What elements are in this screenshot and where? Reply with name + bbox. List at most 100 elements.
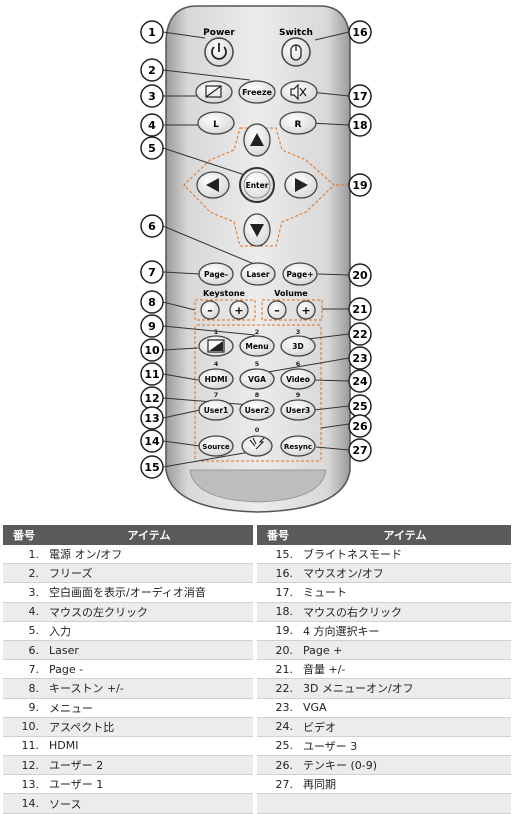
- hdmi-button[interactable]: HDMI: [198, 368, 234, 390]
- table-row: 15.ブライトネスモード: [257, 545, 511, 565]
- 3d-button[interactable]: 3D: [280, 335, 316, 357]
- video-button[interactable]: Video: [280, 368, 316, 390]
- callout-7: 7: [140, 260, 164, 284]
- blank-screen-button[interactable]: [195, 80, 233, 104]
- laser-label: Laser: [246, 270, 269, 279]
- svg-text:14: 14: [144, 435, 160, 448]
- svg-text:5: 5: [148, 142, 156, 155]
- row-label: マウスの右クリック: [299, 602, 511, 622]
- user2-button[interactable]: User2: [239, 399, 275, 421]
- resync-button[interactable]: Resync: [280, 435, 316, 457]
- user1-button[interactable]: User1: [198, 399, 234, 421]
- row-label: ビデオ: [299, 717, 511, 737]
- row-label: [299, 793, 511, 814]
- down-button[interactable]: [243, 213, 271, 247]
- table-row: 20.Page +: [257, 640, 511, 661]
- svg-text:17: 17: [352, 90, 367, 103]
- svg-text:21: 21: [352, 303, 367, 316]
- row-label: Laser: [45, 640, 253, 661]
- callout-15: 15: [140, 455, 164, 479]
- left-button[interactable]: [196, 171, 230, 199]
- callout-8: 8: [140, 290, 164, 314]
- vga-button[interactable]: VGA: [239, 368, 275, 390]
- right-button[interactable]: [284, 171, 318, 199]
- table-row: 12.ユーザー 2: [3, 755, 253, 776]
- blank-screen-icon: [205, 85, 222, 98]
- row-number: 13.: [3, 774, 45, 795]
- page-plus-label: Page+: [286, 270, 313, 279]
- up-button[interactable]: [243, 123, 271, 157]
- svg-text:22: 22: [352, 328, 367, 341]
- row-label: ミュート: [299, 582, 511, 603]
- page-minus-button[interactable]: Page-: [198, 262, 234, 286]
- left-click-button[interactable]: L: [197, 111, 235, 135]
- callout-16: 16: [348, 20, 372, 44]
- enter-button[interactable]: Enter: [239, 167, 275, 203]
- callout-4: 4: [140, 113, 164, 137]
- keystone-plus-button[interactable]: +: [229, 300, 249, 320]
- row-number: 2.: [3, 563, 45, 584]
- keystone-minus-button[interactable]: –: [200, 300, 220, 320]
- row-number: 1.: [3, 545, 45, 565]
- callout-3: 3: [140, 84, 164, 108]
- row-label: 3D メニューオン/オフ: [299, 678, 511, 699]
- digit-8: 8: [255, 391, 260, 399]
- digit-5: 5: [255, 360, 260, 368]
- callout-23: 23: [348, 346, 372, 370]
- callout-27: 27: [348, 438, 372, 462]
- source-button[interactable]: Source: [198, 435, 234, 457]
- svg-text:15: 15: [144, 461, 159, 474]
- mute-button[interactable]: [280, 80, 318, 104]
- row-number: 16.: [257, 563, 299, 584]
- header-item: アイテム: [45, 525, 253, 545]
- volume-plus-label: +: [301, 304, 310, 317]
- mute-icon: [290, 83, 307, 101]
- row-label: VGA: [299, 698, 511, 718]
- row-label: 入力: [45, 621, 253, 641]
- row-number: 5.: [3, 621, 45, 641]
- laser-button[interactable]: Laser: [240, 262, 276, 286]
- digit-0: 0: [255, 426, 260, 434]
- aspect-ratio-button[interactable]: [198, 335, 234, 357]
- row-number: 18.: [257, 602, 299, 622]
- right-click-button[interactable]: R: [279, 111, 317, 135]
- svg-text:24: 24: [352, 375, 368, 388]
- svg-text:12: 12: [144, 392, 159, 405]
- power-button[interactable]: [204, 37, 234, 67]
- volume-plus-button[interactable]: +: [296, 300, 316, 320]
- brightness-button[interactable]: [241, 435, 273, 457]
- remote-control-diagram: Power Switch Freeze: [140, 5, 372, 513]
- callout-20: 20: [348, 263, 372, 287]
- header-num: 番号: [257, 525, 299, 545]
- row-label: マウスの左クリック: [45, 602, 253, 622]
- row-number: 23.: [257, 698, 299, 718]
- switch-button[interactable]: [281, 37, 311, 67]
- table-row: 13.ユーザー 1: [3, 774, 253, 795]
- table-row: 19.4 方向選択キー: [257, 621, 511, 641]
- table-row: 27.再同期: [257, 774, 511, 795]
- svg-text:27: 27: [352, 444, 367, 457]
- table-row: 4.マウスの左クリック: [3, 602, 253, 622]
- row-label: フリーズ: [45, 563, 253, 584]
- freeze-button[interactable]: Freeze: [238, 80, 276, 104]
- r-label: R: [295, 120, 302, 130]
- page-plus-button[interactable]: Page+: [282, 262, 318, 286]
- digit-1: 1: [214, 328, 219, 336]
- menu-button[interactable]: Menu: [239, 335, 275, 357]
- user1-label: User1: [204, 406, 229, 415]
- row-number: 17.: [257, 582, 299, 603]
- svg-text:20: 20: [352, 269, 368, 282]
- switch-label: Switch: [279, 28, 313, 38]
- volume-minus-button[interactable]: –: [267, 300, 287, 320]
- row-number: 15.: [257, 545, 299, 565]
- table-row: 6.Laser: [3, 640, 253, 661]
- volume-minus-label: –: [274, 304, 280, 317]
- svg-text:25: 25: [352, 400, 367, 413]
- row-number: 12.: [3, 755, 45, 776]
- svg-text:9: 9: [148, 320, 156, 333]
- triangle-up-icon: [250, 133, 264, 146]
- callout-12: 12: [140, 386, 164, 410]
- row-label: ユーザー 2: [45, 755, 253, 776]
- user3-button[interactable]: User3: [280, 399, 316, 421]
